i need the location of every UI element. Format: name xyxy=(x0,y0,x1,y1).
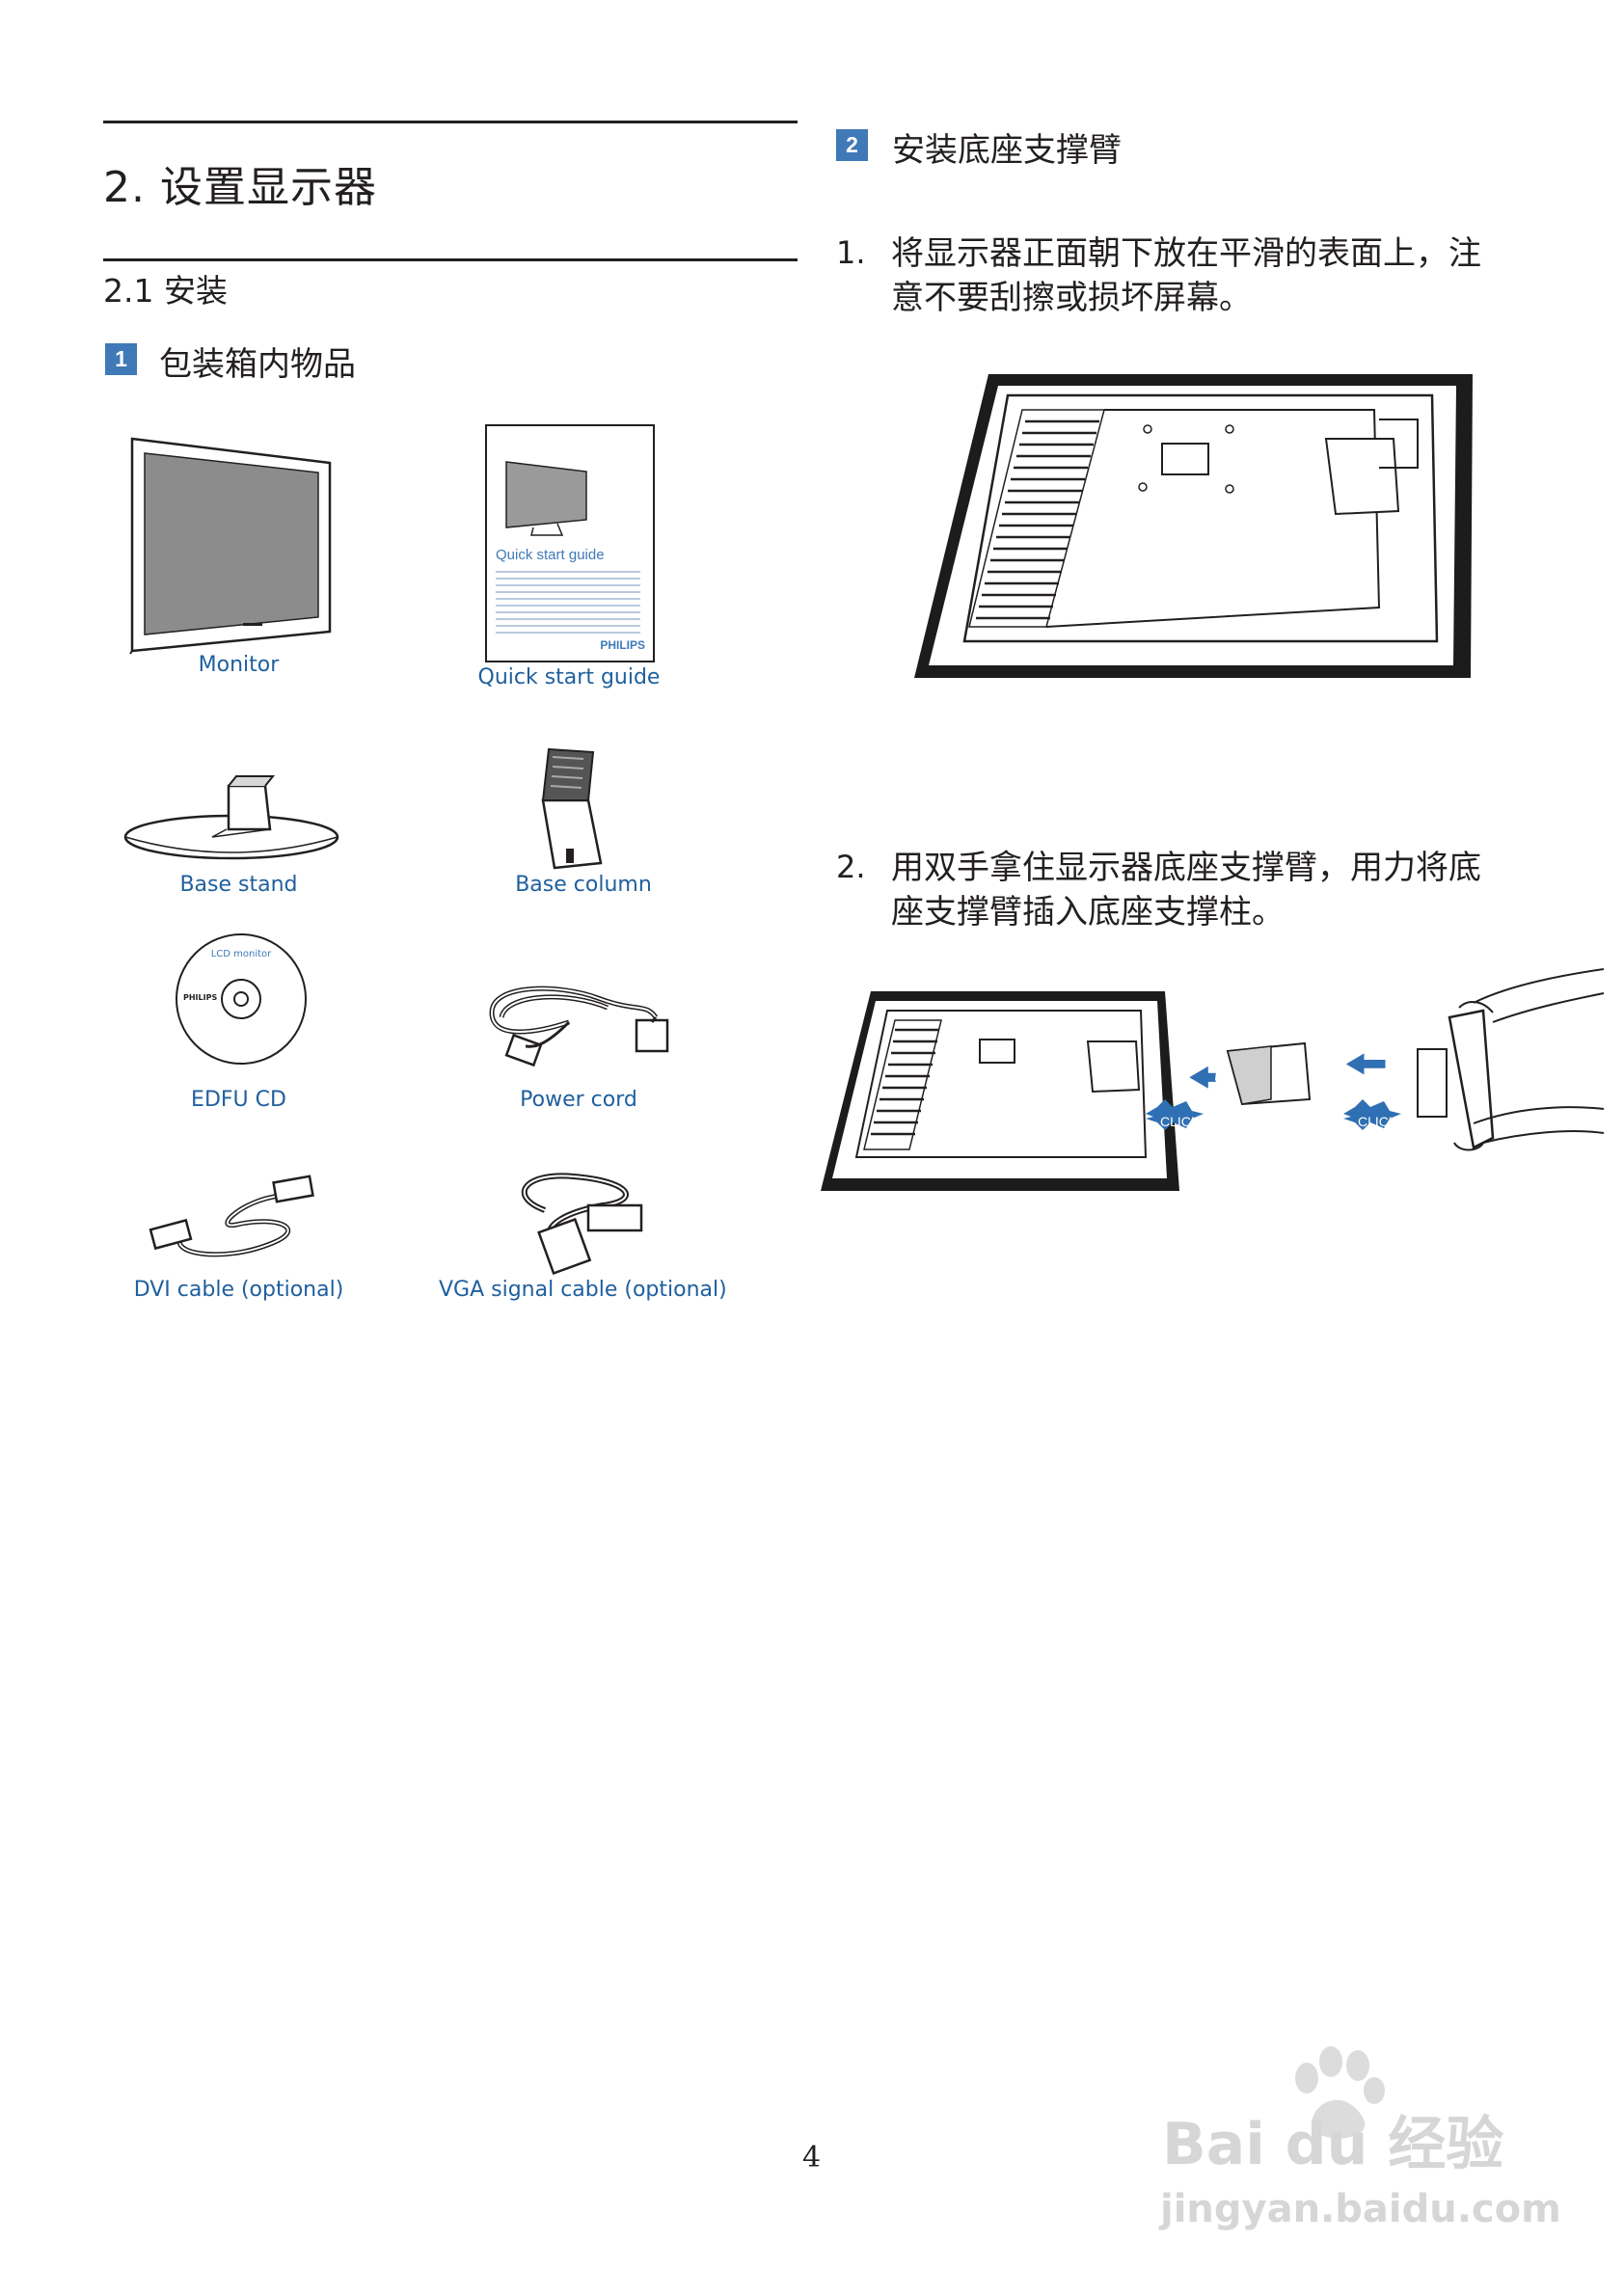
caption-dvi-cable: DVI cable (optional) xyxy=(133,1278,344,1302)
paw-logo-icon xyxy=(1295,2046,1385,2139)
cd-label-brand: PHILIPS xyxy=(183,993,218,1002)
step2-back-vents xyxy=(863,1019,942,1150)
click-label-2: CLICK! xyxy=(1358,1114,1402,1129)
caption-quick-start-guide: Quick start guide xyxy=(477,665,661,689)
box1-title: 包装箱内物品 xyxy=(159,345,356,384)
step1-line2: 意不要刮擦或损坏屏幕。 xyxy=(891,279,1252,317)
click-burst-1 xyxy=(1146,1099,1204,1130)
box2-title: 安装底座支撑臂 xyxy=(892,131,1122,170)
caption-base-stand: Base stand xyxy=(179,873,298,897)
qsg-cover-lines xyxy=(496,571,640,638)
watermark-url: jingyan.baidu.com xyxy=(1160,2187,1561,2231)
section-title: 2. 设置显示器 xyxy=(103,163,377,212)
cd-hole xyxy=(233,991,249,1007)
base-column-illustration xyxy=(541,747,603,870)
top-rule-left xyxy=(103,121,798,123)
qsg-monitor-sketch xyxy=(505,461,587,536)
cd-label-title: LCD monitor xyxy=(210,949,272,959)
caption-power-cord: Power cord xyxy=(520,1088,637,1112)
subsection-rule xyxy=(103,258,798,261)
step2-illustration xyxy=(821,968,1605,1191)
step1-line1: 将显示器正面朝下放在平滑的表面上，注 xyxy=(891,234,1481,273)
vga-cable-illustration xyxy=(521,1173,643,1276)
caption-monitor: Monitor xyxy=(198,653,280,677)
box1-number: 1 xyxy=(105,343,137,375)
qsg-cover-brand: PHILIPS xyxy=(600,638,645,652)
caption-edfu-cd: EDFU CD xyxy=(191,1088,286,1112)
qsg-cover-title: Quick start guide xyxy=(496,547,605,563)
step1-illustration xyxy=(914,374,1473,678)
dvi-cable-illustration xyxy=(149,1175,314,1257)
qsg-illustration: Quick start guide PHILIPS xyxy=(485,424,655,662)
cd-illustration: LCD monitor PHILIPS xyxy=(176,933,307,1065)
cd-inner-ring xyxy=(221,979,261,1019)
box2-number: 2 xyxy=(836,129,868,161)
monitor-illustration xyxy=(129,437,332,655)
watermark-brand: Bai du 经验 xyxy=(1162,2111,1504,2178)
step1-number: 1. xyxy=(836,234,866,271)
page-number: 4 xyxy=(802,2141,822,2174)
step2-line2: 座支撑臂插入底座支撑柱。 xyxy=(891,893,1285,932)
click-burst-2 xyxy=(1343,1099,1401,1130)
caption-base-column: Base column xyxy=(515,873,652,897)
step2-number: 2. xyxy=(836,849,866,885)
caption-vga-cable: VGA signal cable (optional) xyxy=(439,1278,727,1302)
click-label-1: CLICK! xyxy=(1160,1114,1204,1129)
base-stand-illustration xyxy=(123,775,339,860)
subsection-title: 2.1 安装 xyxy=(103,272,228,310)
step2-line1: 用双手拿住显示器底座支撑臂，用力将底 xyxy=(891,849,1481,887)
power-cord-illustration xyxy=(489,986,669,1067)
